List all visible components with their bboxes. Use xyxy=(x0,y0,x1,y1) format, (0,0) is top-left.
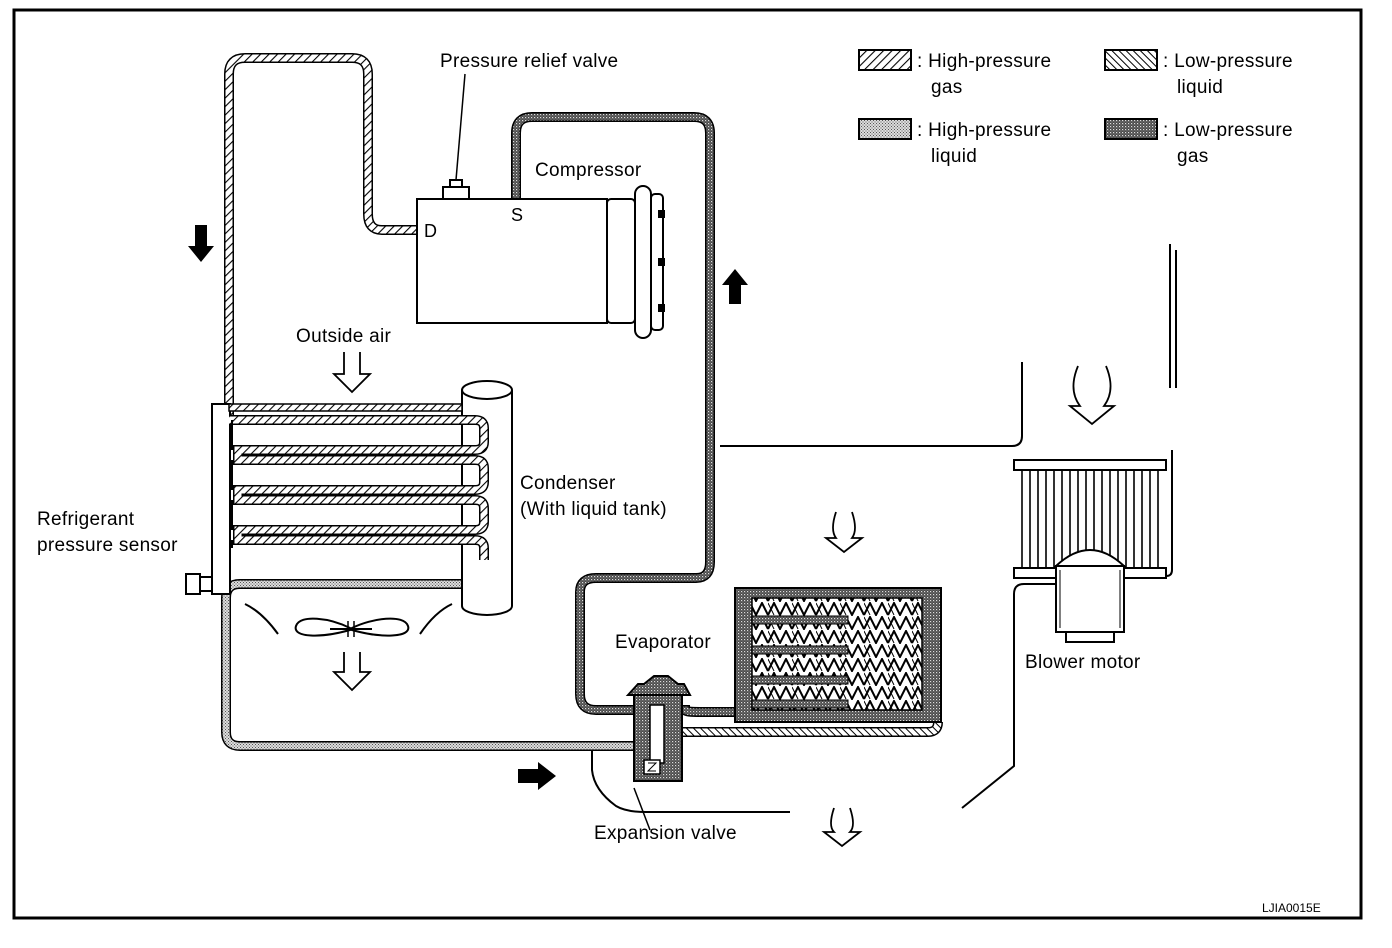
air-arrow-icon xyxy=(821,807,863,848)
expansion-valve xyxy=(625,675,692,831)
flow-arrow-up-icon xyxy=(722,269,748,304)
condenser xyxy=(211,380,513,616)
legend-label: : High-pressure xyxy=(917,120,1051,141)
diagram-frame xyxy=(12,8,1363,920)
condenser-label: Condenser xyxy=(520,473,616,494)
evaporator-label: Evaporator xyxy=(615,632,711,653)
legend-label: gas xyxy=(1177,146,1209,167)
figure-code: LJIA0015E xyxy=(1262,901,1321,915)
legend-label: : High-pressure xyxy=(917,51,1051,72)
air-arrow-icon xyxy=(331,352,373,394)
legend-swatch-low-pressure-liquid xyxy=(1104,49,1158,71)
sensor-label-line2: pressure sensor xyxy=(37,535,178,556)
flow-arrow-right-icon xyxy=(518,762,556,790)
condenser-fan xyxy=(244,603,453,637)
evaporator xyxy=(734,587,942,723)
outside-air-label: Outside air xyxy=(296,326,392,347)
blower-motor-label: Blower motor xyxy=(1025,652,1141,673)
discharge-line xyxy=(224,53,417,420)
legend: : High-pressure gas : Low-pressure liqui… xyxy=(858,49,1293,167)
legend-swatch-high-pressure-gas xyxy=(858,49,912,71)
air-arrow-icon xyxy=(331,652,373,692)
pressure-relief-valve xyxy=(442,73,470,200)
expansion-valve-label: Expansion valve xyxy=(594,823,737,844)
sensor-label-line1: Refrigerant xyxy=(37,509,135,530)
legend-label: gas xyxy=(931,77,963,98)
air-duct xyxy=(591,244,1177,813)
legend-label: liquid xyxy=(931,146,977,167)
legend-label: liquid xyxy=(1177,77,1223,98)
condenser-sublabel: (With liquid tank) xyxy=(520,499,667,520)
liquid-line xyxy=(221,579,636,751)
air-arrow-icon xyxy=(823,511,865,554)
blower-motor xyxy=(1013,459,1167,643)
air-arrow-icon xyxy=(1067,365,1117,426)
flow-arrow-down-icon xyxy=(188,225,214,262)
pressure-relief-valve-label: Pressure relief valve xyxy=(440,51,618,72)
legend-swatch-low-pressure-gas xyxy=(1104,118,1158,140)
suction-port-label: S xyxy=(511,205,523,225)
refrigerant-pressure-sensor xyxy=(185,573,213,595)
legend-label: : Low-pressure xyxy=(1163,120,1293,141)
compressor xyxy=(416,185,665,339)
legend-swatch-high-pressure-liquid xyxy=(858,118,912,140)
compressor-label: Compressor xyxy=(535,160,642,181)
legend-label: : Low-pressure xyxy=(1163,51,1293,72)
discharge-port-label: D xyxy=(424,221,437,241)
